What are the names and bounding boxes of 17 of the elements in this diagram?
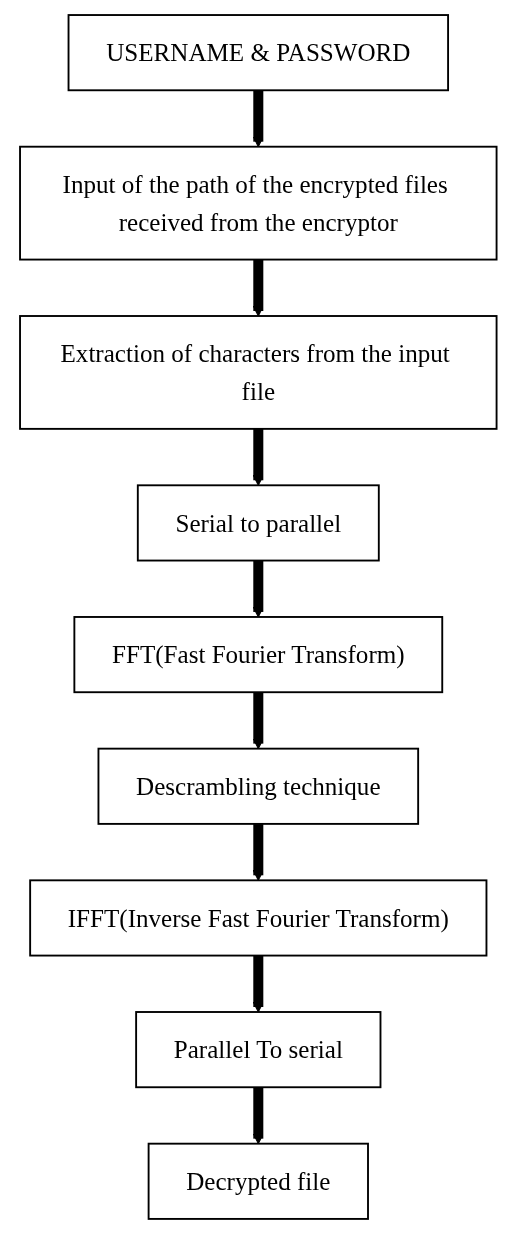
- arrow: [252, 428, 264, 486]
- node-box: Input of the path of the encrypted files received from the encryptor: [19, 145, 498, 261]
- node-box: Parallel To serial: [135, 1011, 382, 1089]
- arrow: [252, 1087, 264, 1145]
- node-box: FFT(Fast Fourier Transform): [73, 616, 444, 694]
- arrow: [252, 955, 264, 1013]
- node-box: IFFT(Inverse Fast Fourier Transform): [29, 879, 488, 957]
- node-box: Extraction of characters from the input file: [19, 315, 498, 430]
- node-box: Serial to parallel: [137, 484, 380, 562]
- node-box: USERNAME & PASSWORD: [67, 14, 450, 92]
- arrow: [252, 259, 264, 317]
- arrow: [252, 90, 264, 148]
- arrow: [252, 823, 264, 881]
- arrow: [252, 560, 264, 618]
- node-box: Decrypted file: [147, 1142, 370, 1220]
- arrow: [252, 692, 264, 750]
- node-box: Descrambling technique: [97, 747, 420, 825]
